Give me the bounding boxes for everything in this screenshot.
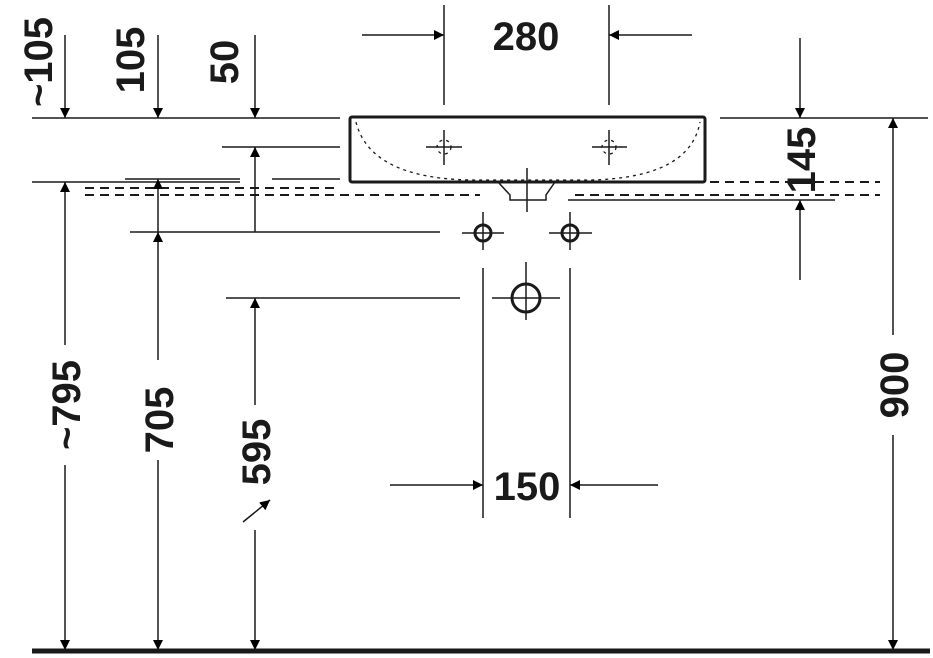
reference-lines (32, 117, 928, 299)
dimension-label: 150 (494, 465, 561, 509)
dimension-label: 105 (109, 27, 153, 94)
dimension-label: 50 (203, 40, 247, 85)
dimension-label: 900 (873, 352, 917, 419)
dimension-approx-105: ~105 ~795 (17, 17, 89, 650)
washbasin (348, 115, 707, 212)
dimension-105: 105 705 (109, 27, 182, 650)
supply-connections (462, 212, 592, 518)
dimension-label: ~105 (17, 17, 61, 107)
dimension-label: 280 (493, 15, 560, 59)
dimension-label: 595 (235, 419, 279, 486)
dimension-label: 145 (780, 127, 824, 194)
leader-arrow-icon (242, 499, 271, 523)
dimension-label: ~795 (45, 360, 89, 450)
tap-hole-right (592, 130, 627, 165)
dimension-280: 280 (362, 5, 692, 105)
dimension-145: 145 (780, 38, 824, 280)
dimension-900: 900 (873, 118, 917, 650)
dimension-label: 705 (138, 387, 182, 454)
dimension-150: 150 (390, 465, 658, 509)
tap-hole-left (426, 130, 462, 165)
dimension-50: 50 595 (203, 35, 279, 650)
